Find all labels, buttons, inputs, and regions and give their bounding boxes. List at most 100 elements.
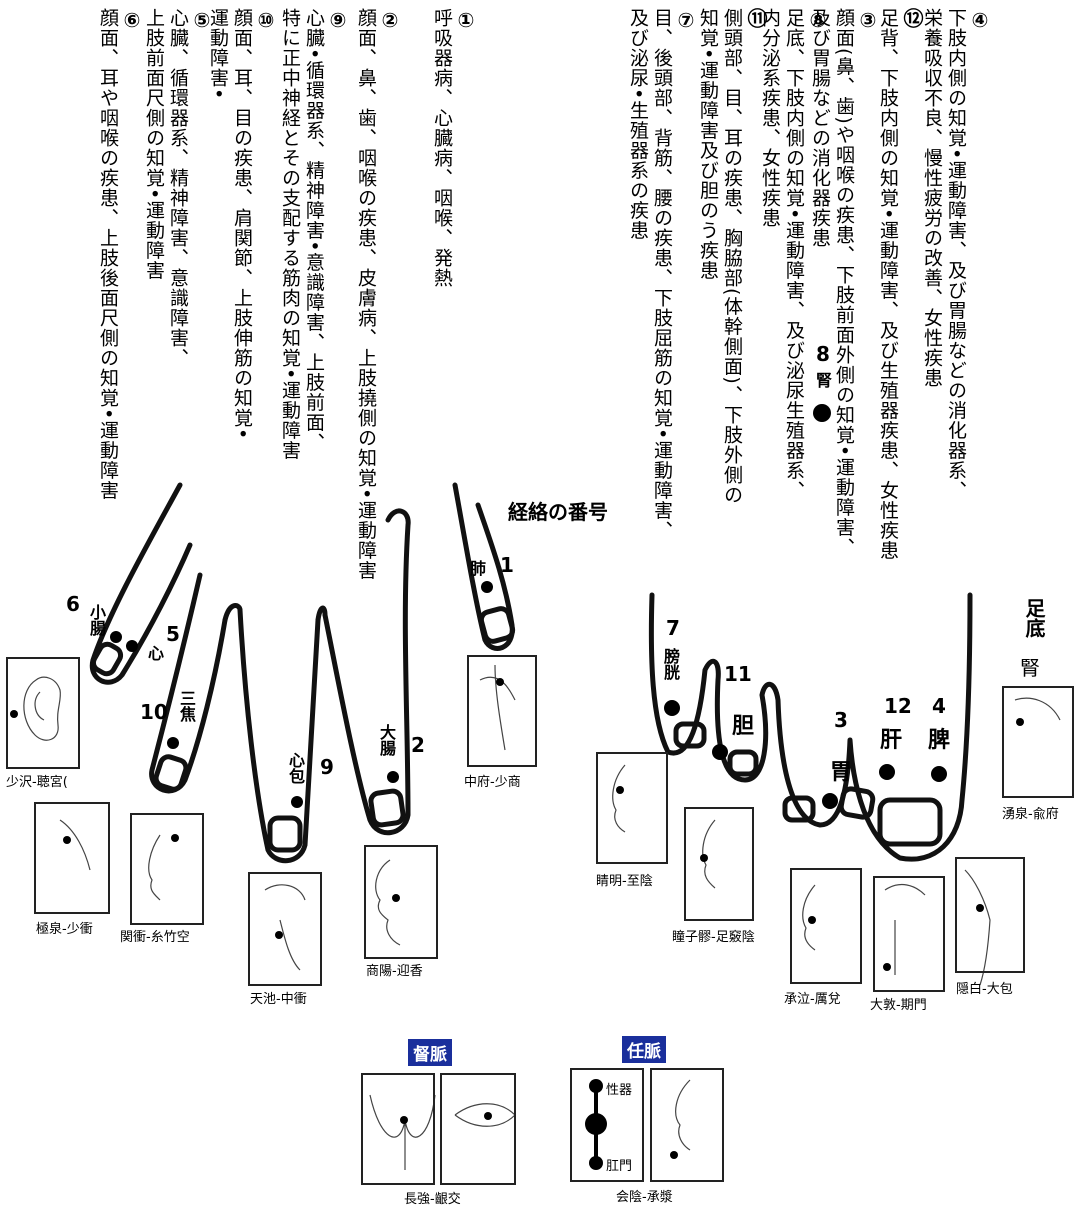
caption-liver: 大敦-期門 xyxy=(870,998,927,1013)
caption-gallbladder: 瞳子髎-足竅陰 xyxy=(672,930,755,945)
label-sole-kidney: 腎 xyxy=(1020,656,1040,680)
label-heart-number: 5 xyxy=(166,622,180,646)
label-pericardium: 心包 xyxy=(286,752,305,784)
nail-toe-5 xyxy=(673,721,707,749)
finger-little-outline xyxy=(89,482,193,685)
nail-toe-2 xyxy=(838,786,876,820)
finger-index-outline xyxy=(322,508,411,836)
label-bladder-number: 7 xyxy=(666,616,680,640)
point-stomach xyxy=(822,793,838,809)
caption-lung: 中府-少商 xyxy=(464,775,521,790)
vessel-ren-title: 任脈 xyxy=(622,1036,666,1063)
label-spleen: 脾 xyxy=(928,728,951,753)
nail-middle xyxy=(267,815,303,853)
panel-chest-kd xyxy=(1002,686,1074,798)
panel-face-li xyxy=(364,845,438,959)
point-large-intestine xyxy=(387,771,399,783)
caption-pericardium: 天池-中衝 xyxy=(250,992,307,1007)
label-gallbladder: 胆 xyxy=(732,714,755,739)
point-triple-heater xyxy=(167,737,179,749)
label-gallbladder-number: 11 xyxy=(724,662,752,686)
finger-thumb-outline xyxy=(452,482,515,651)
panel-du-mouth xyxy=(440,1073,516,1185)
label-stomach: 胃 xyxy=(830,760,853,785)
vessel-du-title: 督脈 xyxy=(408,1039,452,1066)
panel-face-st xyxy=(790,868,862,984)
nail-ring xyxy=(153,754,189,792)
nail-index xyxy=(368,788,406,828)
point-small-intestine xyxy=(110,631,122,643)
panel-du-back xyxy=(361,1073,435,1185)
point-heart xyxy=(126,640,138,652)
panel-face-te xyxy=(130,813,204,925)
panel-ren-line xyxy=(570,1068,644,1182)
ren-label-bottom: 肛門 xyxy=(606,1159,633,1174)
label-stomach-number: 3 xyxy=(834,708,848,732)
panel-armpit-ht xyxy=(34,802,110,914)
nail-big-toe xyxy=(877,797,943,847)
caption-triple-heater: 関衝-糸竹空 xyxy=(120,930,190,945)
point-liver xyxy=(879,764,895,780)
label-kidney: 腎 xyxy=(813,372,832,388)
label-spleen-number: 4 xyxy=(932,694,946,718)
panel-ear xyxy=(6,657,80,769)
caption-stomach: 承泣-厲兌 xyxy=(784,992,841,1007)
label-liver: 肝 xyxy=(880,728,903,753)
caption-spleen: 隠白-大包 xyxy=(956,982,1013,997)
nail-thumb xyxy=(478,606,516,644)
label-small-intestine-number: 6 xyxy=(66,592,80,616)
label-large-intestine: 大腸 xyxy=(377,724,396,756)
label-sole: 足底 xyxy=(1022,598,1046,638)
label-liver-number: 12 xyxy=(884,694,912,718)
panel-side-sp xyxy=(955,857,1025,973)
caption-ren: 会陰-承漿 xyxy=(616,1190,673,1205)
label-kidney-number: 8 xyxy=(816,342,830,366)
label-lung-number: 1 xyxy=(500,553,514,577)
diagram-title: 経絡の番号 xyxy=(508,500,608,524)
panel-ren-face xyxy=(650,1068,724,1182)
point-kidney xyxy=(813,404,831,422)
panel-face-bl xyxy=(596,752,668,864)
point-pericardium xyxy=(291,796,303,808)
panel-chest-pc xyxy=(248,872,322,986)
label-heart: 心 xyxy=(145,645,164,661)
nail-little xyxy=(90,641,124,677)
foot-outline xyxy=(648,592,973,862)
finger-ring-outline xyxy=(149,572,228,794)
nail-toe-3 xyxy=(782,795,816,823)
caption-heart: 極泉-少衝 xyxy=(36,922,93,937)
label-triple-heater-number: 10 xyxy=(140,700,168,724)
panel-face-gb xyxy=(684,807,754,921)
caption-du: 長強-齦交 xyxy=(404,1192,461,1207)
label-large-intestine-number: 2 xyxy=(411,733,425,757)
panel-chest-lr xyxy=(873,876,945,992)
label-triple-heater: 三焦 xyxy=(177,690,196,722)
point-lung xyxy=(481,581,493,593)
point-bladder xyxy=(664,700,680,716)
caption-kidney: 湧泉-兪府 xyxy=(1002,807,1059,822)
panel-shoulder-lung xyxy=(467,655,537,767)
ren-label-top: 性器 xyxy=(606,1083,633,1098)
label-pericardium-number: 9 xyxy=(320,755,334,779)
label-bladder: 膀胱 xyxy=(661,648,680,680)
ren-point-top xyxy=(589,1079,603,1093)
caption-small-intestine: 少沢-聴宮( xyxy=(6,775,68,790)
point-spleen xyxy=(931,766,947,782)
label-lung: 肺 xyxy=(467,560,486,576)
nail-toe-4 xyxy=(727,749,759,777)
ren-point-bottom xyxy=(589,1156,603,1170)
label-small-intestine: 小腸 xyxy=(87,604,106,636)
caption-bladder: 睛明-至陰 xyxy=(596,874,653,889)
finger-middle-outline xyxy=(237,607,321,864)
